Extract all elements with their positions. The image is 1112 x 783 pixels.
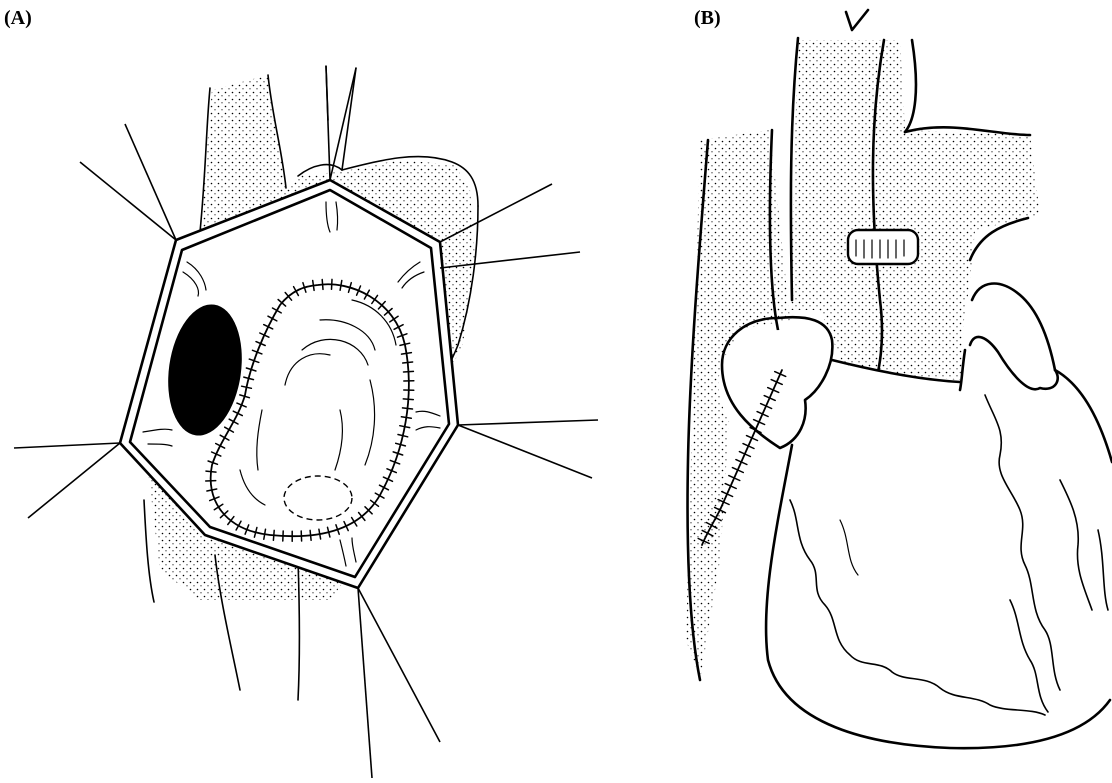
suture-stitch xyxy=(310,530,311,540)
suture-stitch xyxy=(206,471,216,472)
panel-b-heart: (B) xyxy=(686,7,1112,748)
suture-stitch xyxy=(332,279,333,289)
panel-a-pericardial-patch: (A) xyxy=(4,7,598,778)
suture-stitch xyxy=(403,362,413,363)
panel-a-label: (A) xyxy=(4,7,32,29)
suture-stitch xyxy=(404,371,414,372)
suture-stitch xyxy=(403,399,413,400)
panel-b-label: (B) xyxy=(694,7,721,29)
top-v-mark xyxy=(846,10,868,30)
suture-stitch xyxy=(273,530,274,540)
vessel-band xyxy=(848,230,918,264)
suture-stitch xyxy=(322,280,323,290)
